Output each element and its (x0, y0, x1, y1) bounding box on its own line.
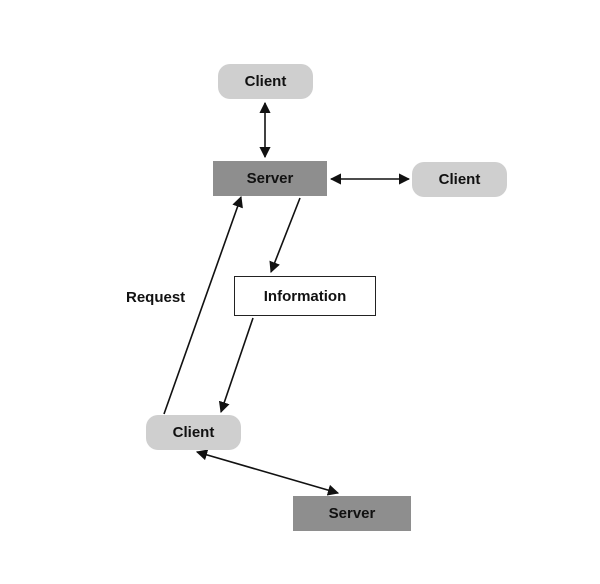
client-bottom-node: Client (146, 415, 241, 450)
edge-server-information (269, 197, 301, 274)
information-node: Information (234, 276, 376, 316)
request-label: Request (126, 289, 186, 306)
client-top-node: Client (218, 64, 313, 99)
server-main-node: Server (213, 161, 327, 196)
client-right-node: Client (412, 162, 507, 197)
edge-request (163, 195, 243, 415)
edge-information-client-bottom (218, 317, 254, 414)
server-bottom-node: Server (293, 496, 411, 531)
edge-client-bottom-server-bottom (195, 449, 340, 496)
